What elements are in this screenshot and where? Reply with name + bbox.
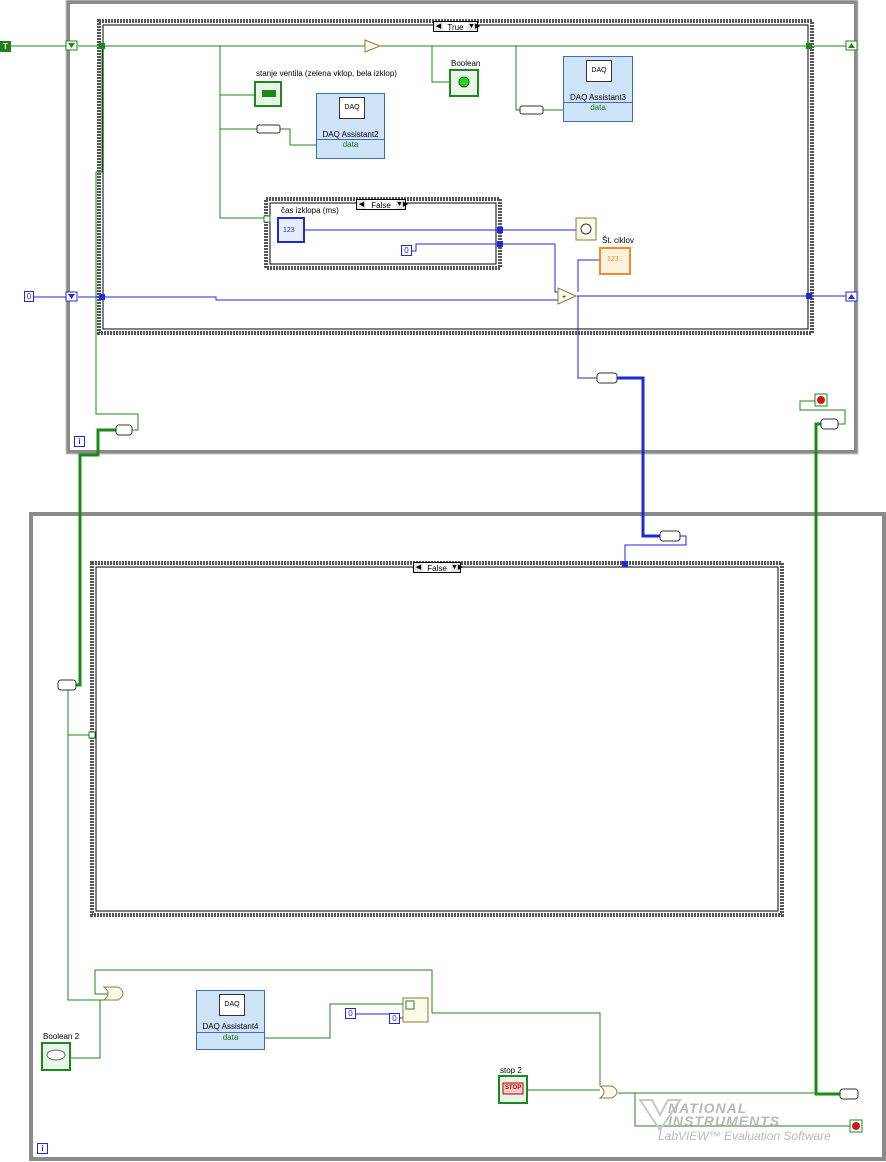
bottom-iteration-terminal: i xyxy=(37,1143,48,1154)
true-constant[interactable]: T xyxy=(0,41,11,52)
case-prev-icon[interactable]: ◀ xyxy=(414,563,423,572)
watermark-logo xyxy=(638,1099,682,1132)
bottom-case-label: False xyxy=(427,564,447,573)
shift-registers xyxy=(65,40,858,302)
wait-function xyxy=(575,217,597,241)
watermark-line1: NATIONAL xyxy=(668,1100,748,1116)
terminal-icons xyxy=(41,69,631,1104)
daq-assistant2[interactable]: DAQ DAQ Assistant2 data xyxy=(316,93,385,159)
bottom-case-selector[interactable]: ◀ False ▼▶ xyxy=(413,562,464,573)
case-next-icon[interactable]: ▼▶ xyxy=(451,563,464,572)
daq-data: data xyxy=(197,1032,264,1043)
numeric-constant-b[interactable]: 0 xyxy=(389,1013,400,1024)
top-case-selector[interactable]: ◀ True ▼▶ xyxy=(433,21,481,32)
cycles-value: 123 xyxy=(607,256,619,263)
boolean-label: Boolean xyxy=(451,59,481,68)
stop-button-text[interactable]: STOP xyxy=(505,1085,522,1091)
stop-terminals xyxy=(814,393,863,1133)
daq-icon: DAQ xyxy=(586,60,612,82)
daq-name: DAQ Assistant3 xyxy=(569,93,627,102)
tunnels xyxy=(88,43,812,739)
daq-data: data xyxy=(564,102,632,113)
svg-text:+: + xyxy=(562,294,566,301)
inner-case-structure xyxy=(264,197,502,270)
boolean2-label: Boolean 2 xyxy=(43,1032,80,1041)
channel-nodes xyxy=(57,105,859,1100)
valve-state-label: stanje ventila (zelena vklop, bela izklo… xyxy=(256,69,397,78)
bottom-case-structure xyxy=(90,561,784,917)
daq-name: DAQ Assistant4 xyxy=(202,1022,259,1031)
case-prev-icon[interactable]: ◀ xyxy=(357,200,366,209)
not-function xyxy=(364,39,382,53)
top-while-loop xyxy=(65,0,859,455)
daq-name: DAQ Assistant2 xyxy=(322,130,379,139)
stop2-label: stop 2 xyxy=(500,1066,522,1075)
case-prev-icon[interactable]: ◀ xyxy=(434,22,443,31)
boolean-wires xyxy=(11,45,850,1127)
watermark-line3: LabVIEW™ Evaluation Software xyxy=(658,1129,831,1143)
watermark: NATIONAL INSTRUMENTS LabVIEW™ Evaluation… xyxy=(658,1100,831,1143)
numeric-constant-init[interactable]: 0 xyxy=(24,291,34,302)
off-time-label: čas izklopa (ms) xyxy=(281,206,339,215)
or-gate xyxy=(102,986,618,1099)
watermark-line2: INSTRUMENTS xyxy=(668,1113,781,1129)
daq-data: data xyxy=(317,139,384,150)
numeric-wires xyxy=(34,229,848,1019)
numeric-constant-inner[interactable]: 0 xyxy=(401,245,412,256)
inner-case-label: False xyxy=(371,201,391,210)
daq-icon: DAQ xyxy=(219,994,245,1016)
top-iteration-terminal: i xyxy=(74,436,85,447)
daq-icon: DAQ xyxy=(339,97,365,119)
add-function: + xyxy=(557,287,578,305)
bottom-while-loop xyxy=(29,512,886,1161)
case-next-icon[interactable]: ▼▶ xyxy=(396,200,409,209)
case-next-icon[interactable]: ▼▶ xyxy=(468,22,481,31)
off-time-value[interactable]: 123 xyxy=(283,227,295,234)
daq-assistant3[interactable]: DAQ DAQ Assistant3 data xyxy=(563,56,633,122)
cycles-label: Št. ciklov xyxy=(602,236,635,245)
top-case-label: True xyxy=(447,23,464,32)
inner-case-selector[interactable]: ◀ False ▼▶ xyxy=(356,199,409,210)
daq-assistant4[interactable]: DAQ DAQ Assistant4 data xyxy=(196,990,265,1050)
numeric-constant-a[interactable]: 0 xyxy=(345,1008,356,1019)
build-array-node xyxy=(402,997,429,1023)
